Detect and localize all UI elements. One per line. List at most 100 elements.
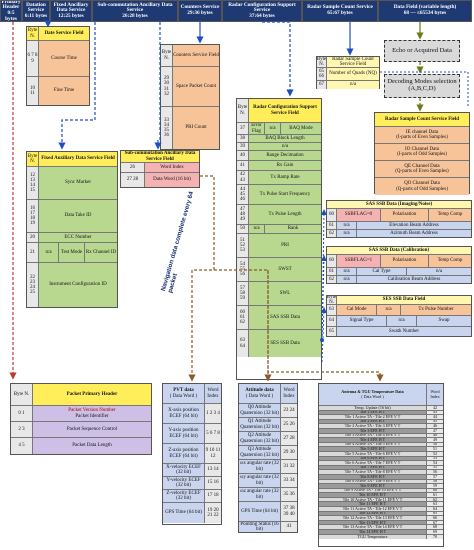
word-index: 56 — [427, 470, 443, 474]
word-field: Tile 13 Active TA - Tile 14 EFE V T — [319, 525, 427, 530]
header-title: Data Field (variable length) — [393, 4, 457, 11]
datation-title: Date Service Field — [39, 27, 89, 40]
arrow-subcomm-pvt — [188, 175, 215, 382]
arrow-radar-cfg — [262, 21, 294, 97]
io-sub: (I-parts of Odd Samples) — [397, 152, 447, 157]
byte-numbers: 62 — [327, 276, 337, 283]
word-index: 64 — [427, 507, 443, 511]
word-field: Tile 3 Active TA - Tile 4 EFE V T — [319, 433, 427, 438]
word-index: 61 — [427, 493, 443, 497]
radar-sample-title: Radar Sample Count Service Field — [327, 57, 379, 67]
byte-numbers: 42 43 — [237, 171, 249, 184]
header-title: Datation Service — [26, 1, 46, 14]
word-index: 52 — [427, 451, 443, 456]
byte-numbers: 10 11 — [27, 77, 39, 105]
io-channel: IO Channel Data(I-parts of Odd Samples) — [375, 144, 469, 160]
arrow-subcomm-att — [214, 269, 272, 382]
header-title: Primary Header — [1, 0, 21, 11]
header-title: Radar Configuration Support Service — [228, 1, 296, 14]
header-bytes: 26:28 bytes — [122, 12, 148, 19]
subcomm-title: Sub-commutation Ancillary Data Service F… — [121, 151, 199, 162]
na-field: n/a — [39, 243, 59, 262]
polarisation: Polarisation — [381, 255, 429, 267]
byte-numbers: 26 — [121, 163, 145, 172]
word-field: Tile 6 Active TA - Tile 7 EFE V T — [319, 461, 427, 465]
word-index: Word Index — [145, 163, 199, 172]
ssbflag: SSBFLAG=1 — [337, 255, 381, 267]
header-segment: Data Field (variable length)68 — ≤65534 … — [378, 0, 472, 22]
byte-numbers: 63 — [327, 305, 337, 315]
byte-numbers: 62 — [327, 230, 337, 237]
byte-numbers: 33 34 35 36 — [161, 107, 173, 149]
byte-numbers: 20 — [27, 233, 39, 242]
na-field: n/a — [337, 276, 357, 283]
word-index: 25 26 — [281, 418, 297, 431]
na-field: n/a — [327, 81, 379, 89]
sas-imaging-title: SAS SSB Data (Imaging/Noise) — [327, 201, 471, 208]
byte-numbers: 37 — [237, 123, 249, 134]
byte-numbers: 39 — [237, 143, 249, 150]
qe-sub: (Q-parts of Even Samples) — [395, 169, 449, 174]
elevation-beam-address: Elevation Beam Address — [357, 222, 471, 229]
word-field: Tile 14 EFE H T — [319, 530, 427, 534]
arrow-ses — [320, 307, 327, 363]
io-label: IO Channel Data — [405, 146, 439, 152]
radar-subfield: Error Flag — [249, 123, 265, 134]
word-index: 33 34 — [281, 474, 297, 487]
byte-numbers: 2 3 — [11, 422, 33, 437]
header-bytes: 37:64 bytes — [249, 12, 275, 19]
word-field: Tile 2 Active TA - Tile 3 EFE V T — [319, 424, 427, 428]
word-field: Y-axis position ECEF (64 bit) — [163, 424, 205, 443]
byte-numbers: 22 23 24 25 — [27, 263, 39, 307]
ie-label: IE channel Data — [405, 129, 439, 135]
word-field: Q2 Attitude Quaternion (32 bit) — [239, 432, 281, 445]
word-index: 54 — [427, 461, 443, 465]
header-title: Sub-commutation Ancillary Data Service — [97, 1, 173, 14]
radar-subfield: Rank — [265, 225, 321, 233]
word-field: Tile 9 Active TA - Tile 10 EFE V T — [319, 488, 427, 493]
word-field: Temp. Update (16 bit) — [319, 406, 427, 410]
word-field: Tile 10 EFE H T — [319, 493, 427, 497]
pri-count: PRI Count — [173, 107, 219, 149]
header-title: Fixed Ancillary Data Service — [53, 1, 89, 14]
ie-channel: IE channel Data(I-parts of Even Samples) — [375, 127, 469, 143]
word-field: ωy angular rate (32 bit) — [239, 474, 281, 487]
byte-numbers: 67 — [317, 81, 327, 89]
radar-field: SAS SSB Data — [249, 306, 321, 329]
cal-type: Cal Type — [357, 268, 407, 275]
word-index: 53 — [427, 456, 443, 461]
calibration-beam-address: Calibration Beam Address — [357, 276, 471, 283]
word-field: Tile 4 EFE H T — [319, 438, 427, 442]
word-field: Tile 12 EFE H T — [319, 511, 427, 516]
swath-number: Swath Number — [337, 327, 471, 336]
junction-dot — [320, 338, 324, 342]
radar-field: SWST — [249, 258, 321, 281]
word-field: Y-velocity ECEF (32 bit) — [163, 477, 205, 489]
word-index: 63 — [427, 502, 443, 507]
antenna-table: Antenna & TGU Temperature Data( Data Wor… — [318, 383, 444, 547]
radar-field: PRI — [249, 234, 321, 257]
tx-pulse-number: Tx Pulse Number — [401, 305, 471, 315]
word-index: 59 — [427, 484, 443, 488]
word-field: Z-axis position ECEF (64 bit) — [163, 444, 205, 463]
na-field: n/a — [337, 230, 357, 237]
word-field: Pointing Status (16 bit) — [239, 522, 281, 532]
word-field: Tile 1 Active TA - Tile 2 EFE V T — [319, 415, 427, 419]
word-field: Tile 7 EFE H T — [319, 465, 427, 470]
fixed-aux-table: Byte N.Fixed Auxiliary Data Service Fiel… — [26, 151, 118, 308]
radar-cfg-title: Radar Configuration Support Service Fiel… — [249, 99, 321, 122]
azimuth-beam-address: Azimuth Beam Address — [357, 230, 471, 237]
word-index-label: Word Index — [205, 384, 221, 403]
temp-comp: Temp Comp — [429, 255, 471, 267]
word-index: 67 — [427, 520, 443, 525]
word-field: Tile 4 Active TA - Tile 5 EFE V T — [319, 442, 427, 447]
arrow-nq — [380, 71, 469, 108]
word-index: 57 — [427, 474, 443, 479]
word-index: 1 2 3 4 — [205, 404, 221, 423]
byte-numbers: 38 — [237, 135, 249, 142]
